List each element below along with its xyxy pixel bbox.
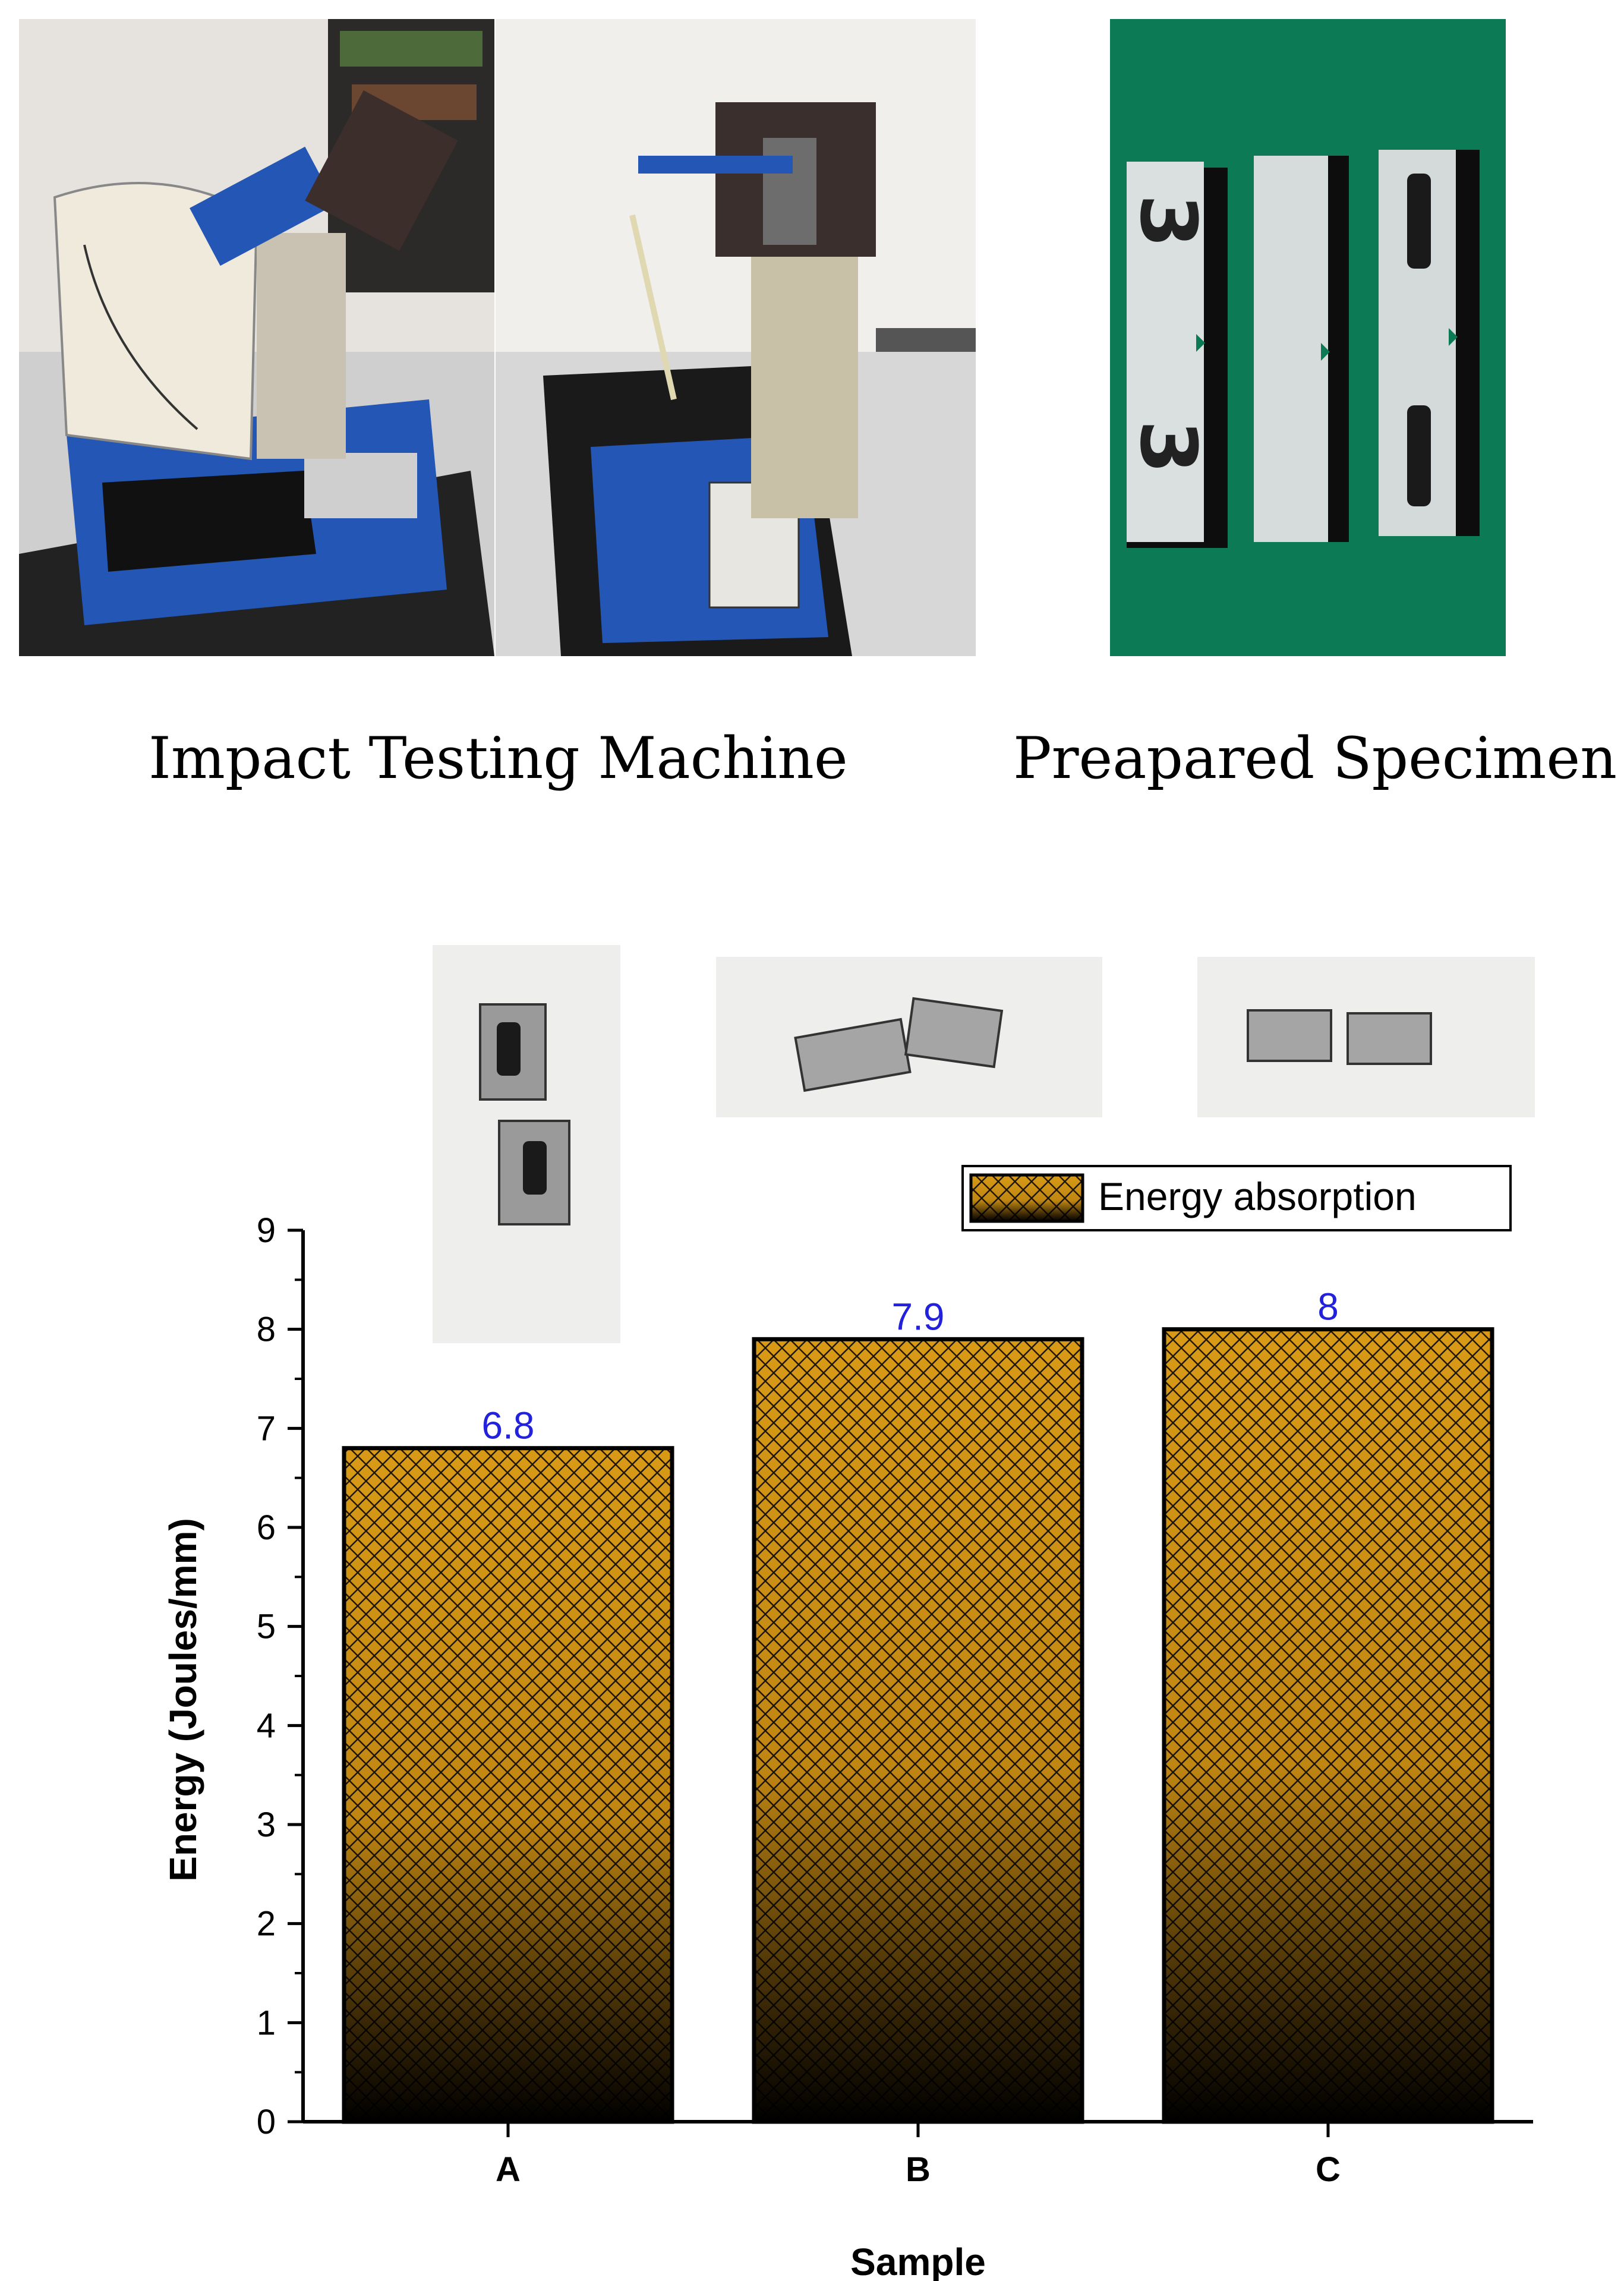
legend-label: Energy absorption [1098, 1174, 1417, 1218]
x-axis-label: Sample [850, 2241, 986, 2281]
impact-machine-photo-1 [19, 19, 494, 656]
y-tick-label: 7 [257, 1409, 276, 1448]
fractured-specimen-photo-c [1197, 957, 1535, 1117]
data-label-a: 6.8 [482, 1404, 535, 1447]
y-tick-label: 5 [257, 1608, 276, 1646]
y-tick-label: 4 [257, 1706, 276, 1745]
data-label-b: 7.9 [892, 1295, 945, 1338]
y-tick-label: 1 [257, 2003, 276, 2042]
x-tick-label-a: A [496, 2150, 521, 2189]
prepared-specimen-photo: 3 3 [1110, 19, 1506, 656]
bar-b-hatch [752, 1337, 1084, 2124]
caption-impact-testing-machine: Impact Testing Machine [149, 725, 848, 792]
x-tick-label-c: C [1316, 2150, 1341, 2189]
caption-prepared-specimen: Preapared Specimen [1013, 725, 1617, 792]
y-tick-label: 0 [257, 2103, 276, 2141]
y-tick-label: 9 [257, 1211, 276, 1250]
data-label-c: 8 [1317, 1286, 1339, 1328]
y-tick-label: 3 [257, 1806, 276, 1844]
energy-bar-chart: 6.8 7.9 8 0 1 2 3 4 5 6 7 8 9 A B C Energy (Joules/mm… [162, 945, 1535, 2281]
y-tick-label: 8 [257, 1310, 276, 1349]
y-axis-label: Energy (Joules/mm) [162, 1518, 204, 1882]
bar-c-hatch [1162, 1327, 1494, 2124]
bar-a-hatch [342, 1446, 674, 2124]
x-tick-label-b: B [906, 2150, 931, 2189]
fractured-specimen-photo-b [716, 957, 1102, 1117]
specimen-mark-1b: 3 [1123, 420, 1213, 474]
fractured-specimen-photo-a [433, 945, 620, 1343]
specimen-mark-1: 3 [1123, 194, 1213, 248]
impact-machine-photo-2 [496, 19, 976, 656]
legend: Energy absorption [961, 1165, 1512, 1231]
y-tick-label: 6 [257, 1508, 276, 1547]
y-tick-label: 2 [257, 1905, 276, 1943]
